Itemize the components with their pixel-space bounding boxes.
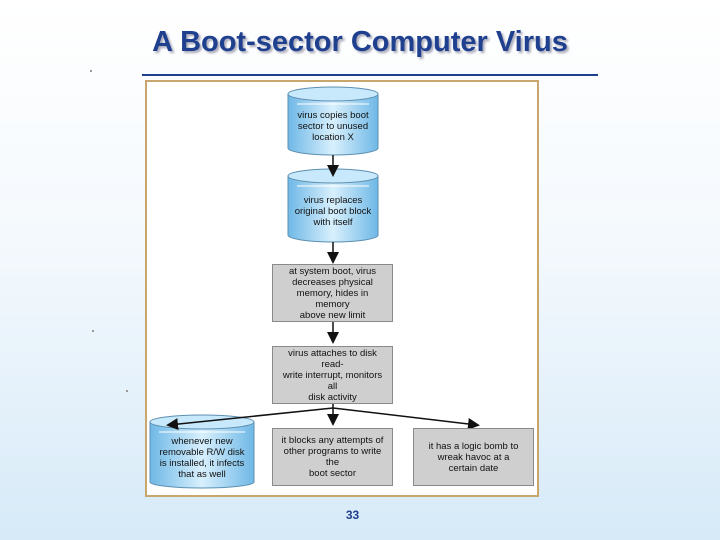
step3-box: at system boot, virus decreases physical… bbox=[272, 264, 393, 322]
decor-dot bbox=[92, 330, 94, 332]
page-number: 33 bbox=[345, 508, 360, 522]
diagram-canvas bbox=[149, 86, 480, 489]
outcome-right-box: it has a logic bomb to wreak havoc at a … bbox=[413, 428, 534, 486]
arrow-4-right bbox=[332, 407, 480, 430]
arrow-4-left bbox=[166, 407, 334, 431]
step2-label: virus replaces original boot block with … bbox=[294, 194, 372, 228]
slide-title: A Boot-sector Computer Virus bbox=[152, 26, 568, 58]
step1-label: virus copies boot sector to unused locat… bbox=[297, 109, 369, 143]
title-underline bbox=[142, 74, 598, 76]
decor-dot bbox=[126, 390, 128, 392]
cylinder-step1 bbox=[287, 86, 379, 156]
cylinder-step2 bbox=[287, 168, 379, 243]
step4-box: virus attaches to disk read- write inter… bbox=[272, 346, 393, 404]
outcome-middle-box: it blocks any attempts of other programs… bbox=[272, 428, 393, 486]
outcome-left-label: whenever new removable R/W disk is insta… bbox=[159, 436, 245, 480]
decor-dot bbox=[90, 70, 92, 72]
diagram-frame: virus copies boot sector to unused locat… bbox=[145, 80, 539, 497]
